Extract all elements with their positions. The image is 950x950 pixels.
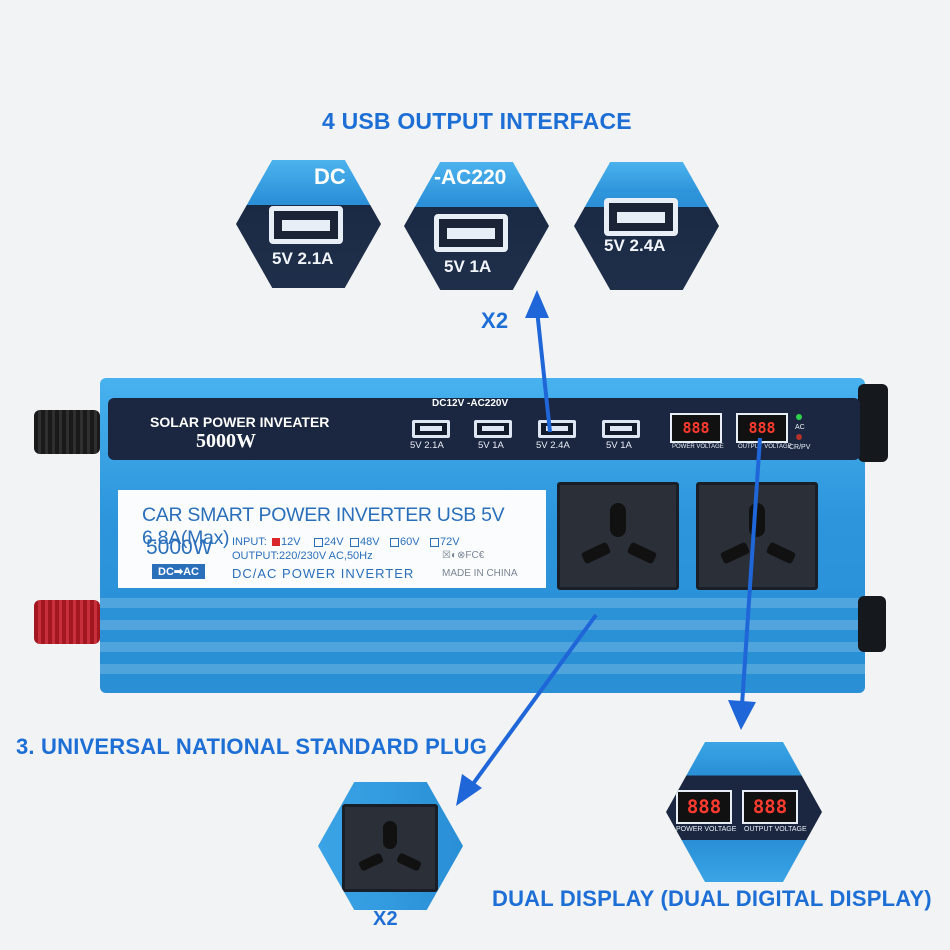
power-voltage-label: POWER VOLTAGE bbox=[672, 444, 724, 450]
display-heading: DUAL DISPLAY (DUAL DIGITAL DISPLAY) bbox=[492, 886, 932, 911]
spec-title: CAR SMART POWER INVERTER USB 5V 6.8A(Max… bbox=[142, 504, 505, 549]
arrow-display bbox=[740, 437, 762, 706]
usb-closeup-label: 5V 1A bbox=[444, 257, 492, 276]
input-48v-checkbox bbox=[350, 538, 359, 547]
spec-watt: 5000W bbox=[146, 536, 213, 559]
ac-outlet-1 bbox=[557, 482, 679, 590]
inverter-type: DC/AC POWER INVERTER bbox=[232, 566, 415, 581]
closeup-power-display: 888 bbox=[676, 790, 732, 824]
input-60v-checkbox bbox=[390, 538, 399, 547]
usb-closeup-strip: -AC220 bbox=[434, 166, 507, 189]
usb-port-label: 5V 1A bbox=[478, 440, 504, 451]
led-ac bbox=[796, 414, 802, 420]
usb-port-icon bbox=[604, 198, 678, 236]
plug-heading: 3. UNIVERSAL NATIONAL STANDARD PLUG bbox=[16, 734, 488, 759]
made-in: MADE IN CHINA bbox=[442, 568, 518, 579]
led-ac-label: AC bbox=[795, 424, 805, 431]
power-voltage-display: 888 bbox=[670, 413, 722, 443]
spec-label-card: CAR SMART POWER INVERTER USB 5V 6.8A(Max… bbox=[118, 490, 546, 588]
mount-bracket-right-top bbox=[858, 384, 888, 462]
input-24v: 24V bbox=[324, 536, 344, 548]
arrow-plug bbox=[468, 613, 598, 790]
usb-port-1 bbox=[412, 420, 450, 438]
dc-ac-badge: DC➡AC bbox=[152, 564, 205, 579]
usb-closeup-label: 5V 2.4A bbox=[604, 236, 666, 255]
input-prefix: INPUT: bbox=[232, 536, 267, 548]
output-voltage-display: 888 bbox=[736, 413, 788, 443]
usb-x2-label: X2 bbox=[481, 308, 509, 333]
closeup-output-label: OUTPUT VOLTAGE bbox=[744, 826, 807, 833]
positive-terminal bbox=[34, 600, 100, 644]
outlet-closeup-icon bbox=[342, 804, 438, 892]
usb-port-icon bbox=[434, 214, 508, 252]
negative-terminal bbox=[34, 410, 100, 454]
closeup-output-display: 888 bbox=[742, 790, 798, 824]
usb-closeup-label: 5V 2.1A bbox=[272, 249, 334, 268]
power-label: 5000W bbox=[196, 430, 256, 452]
arrow-plug-head bbox=[456, 774, 482, 806]
output-voltage-label: OUTPUT VOLTAGE bbox=[738, 444, 792, 450]
led-crpv bbox=[796, 434, 802, 440]
usb-port-label: 5V 2.1A bbox=[410, 440, 444, 451]
usb-port-4 bbox=[602, 420, 640, 438]
usb-port-icon bbox=[269, 206, 343, 244]
input-60v: 60V bbox=[400, 536, 420, 548]
arrow-display-head bbox=[728, 700, 756, 730]
input-72v-checkbox bbox=[430, 538, 439, 547]
usb-heading: 4 USB OUTPUT INTERFACE bbox=[322, 108, 632, 134]
brand-label: SOLAR POWER INVEATER bbox=[150, 414, 330, 430]
voltage-banner: DC12V -AC220V bbox=[432, 398, 509, 409]
closeup-power-label: POWER VOLTAGE bbox=[676, 826, 737, 833]
output-spec: OUTPUT:220/230V AC,50Hz bbox=[232, 550, 373, 562]
cert-marks: ☒◐⊗FC€ bbox=[442, 550, 485, 561]
input-12v-checkbox bbox=[272, 538, 280, 546]
usb-port-label: 5V 2.4A bbox=[536, 440, 570, 451]
usb-closeup-strip: DC bbox=[314, 164, 346, 189]
usb-port-2 bbox=[474, 420, 512, 438]
arrow-usb-head bbox=[525, 290, 549, 318]
plug-x2-label: X2 bbox=[373, 908, 398, 930]
mount-bracket-right-bottom bbox=[858, 596, 886, 652]
usb-port-label: 5V 1A bbox=[606, 440, 632, 451]
input-12v: 12V bbox=[281, 536, 301, 548]
led-crpv-label: CR/PV bbox=[789, 444, 811, 451]
arrow-usb bbox=[535, 309, 552, 433]
input-24v-checkbox bbox=[314, 538, 323, 547]
input-48v: 48V bbox=[360, 536, 380, 548]
input-72v: 72V bbox=[440, 536, 460, 548]
